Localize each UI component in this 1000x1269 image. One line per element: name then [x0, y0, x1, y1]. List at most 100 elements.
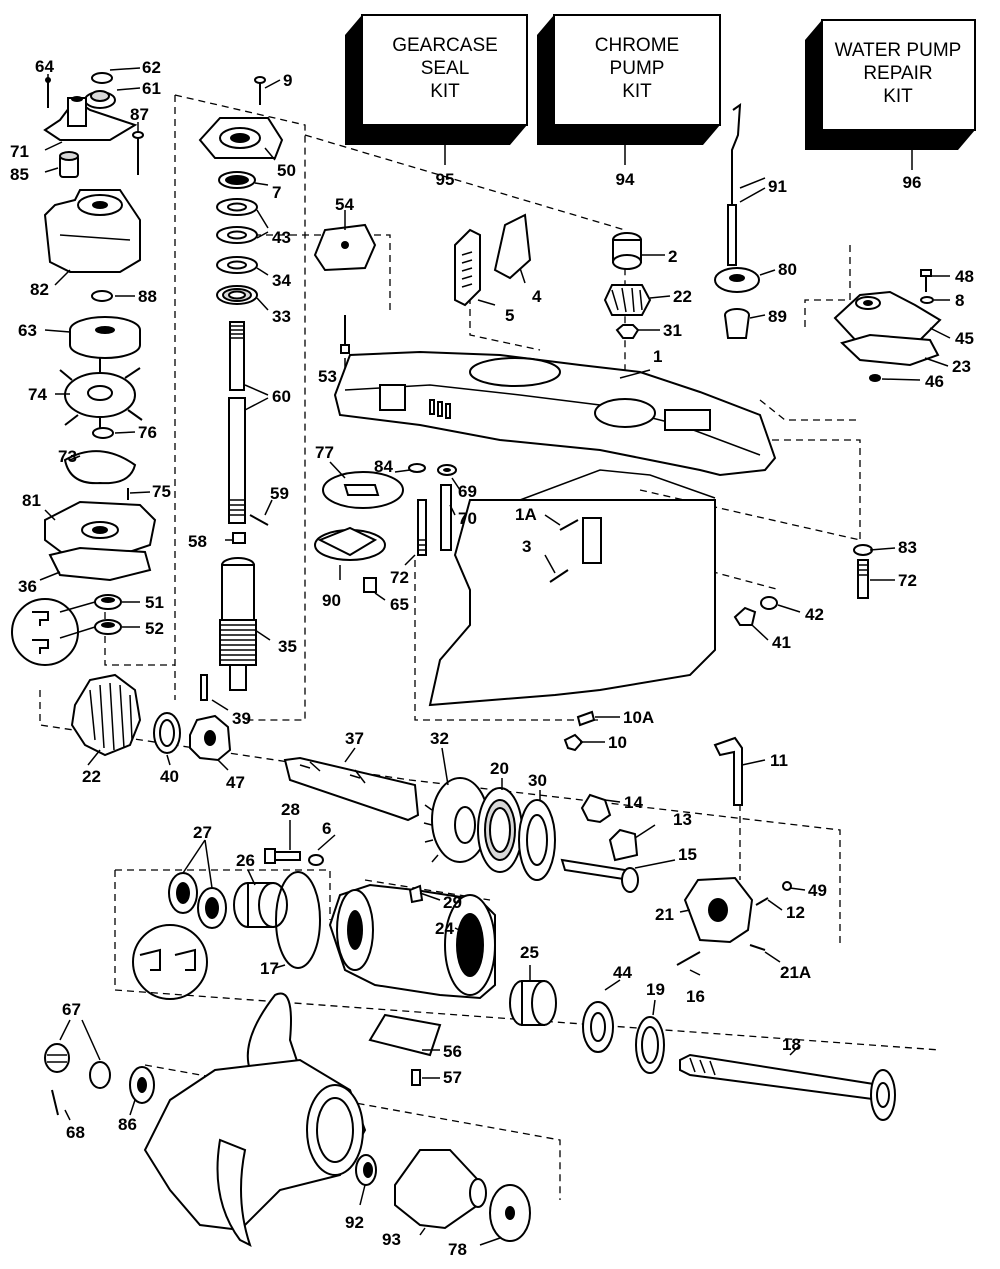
label-48: 48	[955, 267, 974, 286]
chrome-pump-kit-line1: CHROME	[595, 35, 679, 56]
label-32: 32	[430, 729, 449, 748]
label-87: 87	[130, 105, 149, 124]
label-86: 86	[118, 1115, 137, 1134]
label-88: 88	[138, 287, 157, 306]
label-93: 93	[382, 1230, 401, 1249]
label-76: 76	[138, 423, 157, 442]
label-23: 23	[952, 357, 971, 376]
label-44: 44	[613, 963, 632, 982]
label-21A: 21A	[780, 963, 811, 982]
label-10: 10	[608, 733, 627, 752]
water-pump-kit-number: 96	[903, 173, 922, 192]
water-pump-repair-kit-box: WATER PUMP REPAIR KIT 96	[805, 19, 976, 192]
label-13: 13	[673, 810, 692, 829]
label-62: 62	[142, 58, 161, 77]
leader-lines	[39, 67, 951, 1246]
water-pump-kit-line3: KIT	[883, 86, 913, 107]
label-2: 2	[668, 247, 677, 266]
label-40: 40	[160, 767, 179, 786]
label-45: 45	[955, 329, 974, 348]
label-84: 84	[374, 457, 393, 476]
gearcase-seal-kit-number: 95	[436, 170, 455, 189]
label-4: 4	[532, 287, 542, 306]
label-34: 34	[272, 271, 291, 290]
label-61: 61	[142, 79, 161, 98]
chrome-pump-kit-box: CHROME PUMP KIT 94	[537, 14, 721, 189]
water-pump-kit-line1: WATER PUMP	[835, 40, 962, 61]
label-18: 18	[782, 1035, 801, 1054]
label-51: 51	[145, 593, 164, 612]
label-70: 70	[458, 509, 477, 528]
label-20: 20	[490, 759, 509, 778]
label-85: 85	[10, 165, 29, 184]
label-59: 59	[270, 484, 289, 503]
label-1A: 1A	[515, 505, 537, 524]
label-74: 74	[28, 385, 47, 404]
label-11: 11	[770, 751, 788, 770]
propeller-shaft-parts	[70, 673, 896, 1121]
label-69: 69	[458, 482, 477, 501]
label-57: 57	[443, 1068, 462, 1087]
propeller-parts	[44, 992, 531, 1247]
label-39: 39	[232, 709, 251, 728]
label-64: 64	[35, 57, 54, 76]
label-73: 73	[58, 447, 77, 466]
label-43: 43	[272, 228, 291, 247]
chrome-pump-kit-number: 94	[616, 170, 635, 189]
label-78: 78	[448, 1240, 467, 1259]
label-90: 90	[322, 591, 341, 610]
label-82: 82	[30, 280, 49, 299]
label-92: 92	[345, 1213, 364, 1232]
label-27: 27	[193, 823, 212, 842]
label-68: 68	[66, 1123, 85, 1142]
part-number-labels: 64 62 61 87 71 85 82 88 63 74 76 73 75 8…	[10, 57, 974, 1259]
label-81: 81	[22, 491, 41, 510]
label-19: 19	[646, 980, 665, 999]
label-35: 35	[278, 637, 297, 656]
label-89: 89	[768, 307, 787, 326]
label-46: 46	[925, 372, 944, 391]
label-42: 42	[805, 605, 824, 624]
label-49: 49	[808, 881, 827, 900]
label-28: 28	[281, 800, 300, 819]
label-65: 65	[390, 595, 409, 614]
label-17: 17	[260, 959, 279, 978]
label-71: 71	[10, 142, 29, 161]
label-30: 30	[528, 771, 547, 790]
label-33: 33	[272, 307, 291, 326]
label-10A: 10A	[623, 708, 654, 727]
chrome-pump-kit-line2: PUMP	[610, 58, 665, 79]
gearcase-seal-kit-line1: GEARCASE	[392, 35, 498, 56]
label-21: 21	[655, 905, 674, 924]
label-1: 1	[653, 347, 662, 366]
gearcase-housing	[333, 350, 777, 707]
label-6: 6	[322, 819, 331, 838]
gearcase-seal-kit-line2: SEAL	[421, 58, 470, 79]
label-72-right: 72	[898, 571, 917, 590]
label-8: 8	[955, 291, 964, 310]
label-29: 29	[443, 893, 462, 912]
label-5: 5	[505, 306, 514, 325]
label-22-pinion: 22	[673, 287, 692, 306]
water-pump-kit-line2: REPAIR	[863, 63, 932, 84]
label-47: 47	[226, 773, 245, 792]
label-50: 50	[277, 161, 296, 180]
label-22-forward-gear: 22	[82, 767, 101, 786]
label-26: 26	[236, 851, 255, 870]
label-9: 9	[283, 71, 292, 90]
label-63: 63	[18, 321, 37, 340]
label-58: 58	[188, 532, 207, 551]
label-56: 56	[443, 1042, 462, 1061]
label-24: 24	[435, 919, 454, 938]
label-91: 91	[768, 177, 787, 196]
label-14: 14	[624, 793, 643, 812]
label-52: 52	[145, 619, 164, 638]
label-60: 60	[272, 387, 291, 406]
label-54: 54	[335, 195, 354, 214]
label-25: 25	[520, 943, 539, 962]
label-41: 41	[772, 633, 791, 652]
label-7: 7	[272, 183, 281, 202]
label-37: 37	[345, 729, 364, 748]
label-53: 53	[318, 367, 337, 386]
